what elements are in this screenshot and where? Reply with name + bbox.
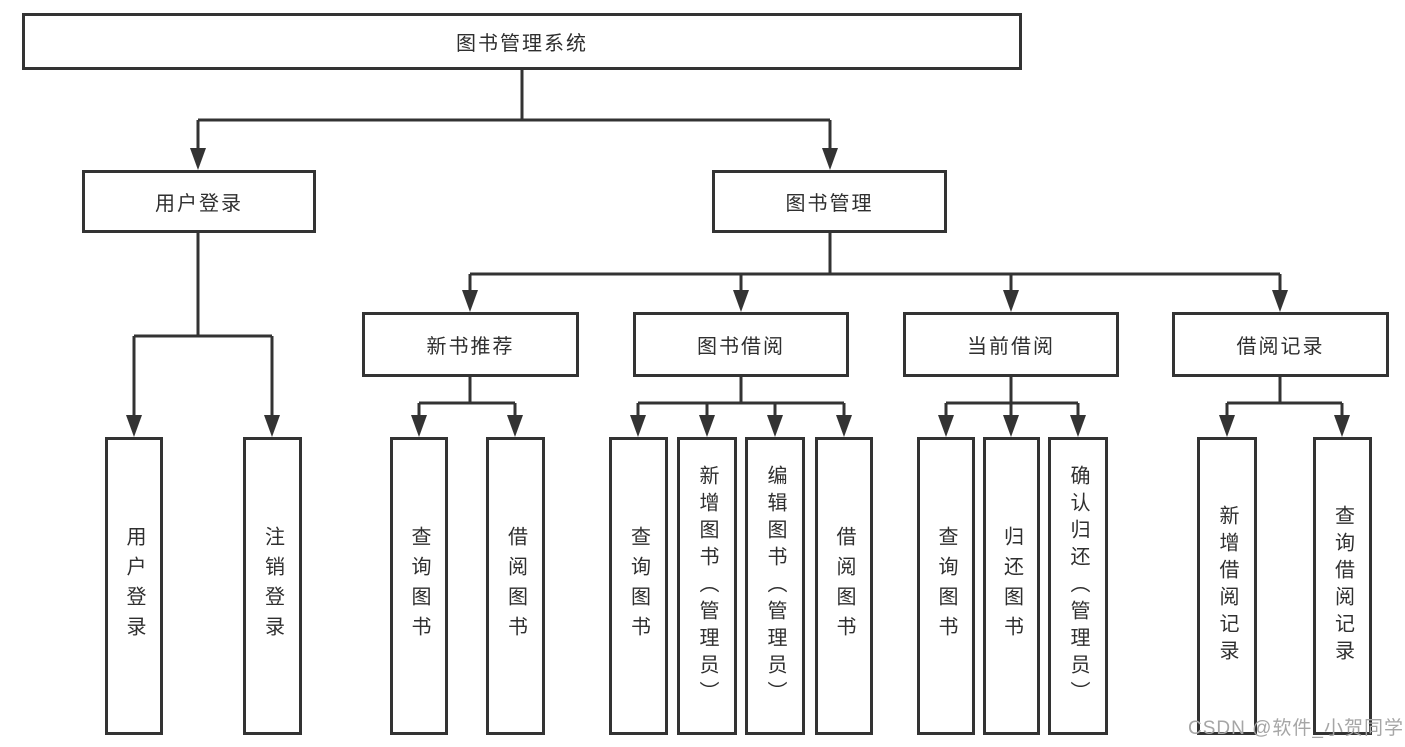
csdn-watermark: CSDN @软件_小贺同学 — [1188, 718, 1404, 739]
leaf-borrowing-edit-books-admin-label: 编辑图书（管理员） — [764, 464, 786, 708]
leaf-borrowing-query-books: 查询图书 — [609, 437, 668, 735]
leaf-records-add-record: 新增借阅记录 — [1197, 437, 1257, 735]
leaf-current-confirm-return-admin: 确认归还（管理员） — [1048, 437, 1108, 735]
leaf-records-add-record-label: 新增借阅记录 — [1216, 505, 1238, 667]
leaf-records-query-record-label: 查询借阅记录 — [1331, 505, 1354, 667]
node-borrowing-records: 借阅记录 — [1172, 312, 1389, 377]
leaf-recommend-borrow-books: 借阅图书 — [486, 437, 545, 735]
leaf-current-query-books: 查询图书 — [917, 437, 975, 735]
leaf-recommend-borrow-books-label: 借阅图书 — [504, 526, 527, 646]
leaf-records-query-record: 查询借阅记录 — [1313, 437, 1372, 735]
leaf-logout: 注销登录 — [243, 437, 302, 735]
node-user-login: 用户登录 — [82, 170, 316, 233]
leaf-recommend-query-books-label: 查询图书 — [408, 526, 430, 646]
node-book-management: 图书管理 — [712, 170, 947, 233]
leaf-logout-label: 注销登录 — [261, 526, 284, 646]
leaf-user-login: 用户登录 — [105, 437, 163, 735]
leaf-current-return-books-label: 归还图书 — [1000, 526, 1023, 646]
leaf-borrowing-borrow-books-label: 借阅图书 — [833, 526, 855, 646]
node-current-borrowing: 当前借阅 — [903, 312, 1119, 377]
leaf-borrowing-borrow-books: 借阅图书 — [815, 437, 873, 735]
leaf-user-login-label: 用户登录 — [123, 526, 145, 646]
leaf-borrowing-edit-books-admin: 编辑图书（管理员） — [745, 437, 805, 735]
leaf-current-return-books: 归还图书 — [983, 437, 1040, 735]
node-new-book-recommend: 新书推荐 — [362, 312, 579, 377]
leaf-current-confirm-return-admin-label: 确认归还（管理员） — [1067, 464, 1089, 708]
node-library-management-system: 图书管理系统 — [22, 13, 1022, 70]
leaf-borrowing-query-books-label: 查询图书 — [627, 526, 650, 646]
leaf-recommend-query-books: 查询图书 — [390, 437, 448, 735]
leaf-borrowing-add-books-admin: 新增图书（管理员） — [677, 437, 737, 735]
leaf-current-query-books-label: 查询图书 — [935, 526, 957, 646]
node-book-borrowing: 图书借阅 — [633, 312, 849, 377]
leaf-borrowing-add-books-admin-label: 新增图书（管理员） — [696, 464, 718, 708]
